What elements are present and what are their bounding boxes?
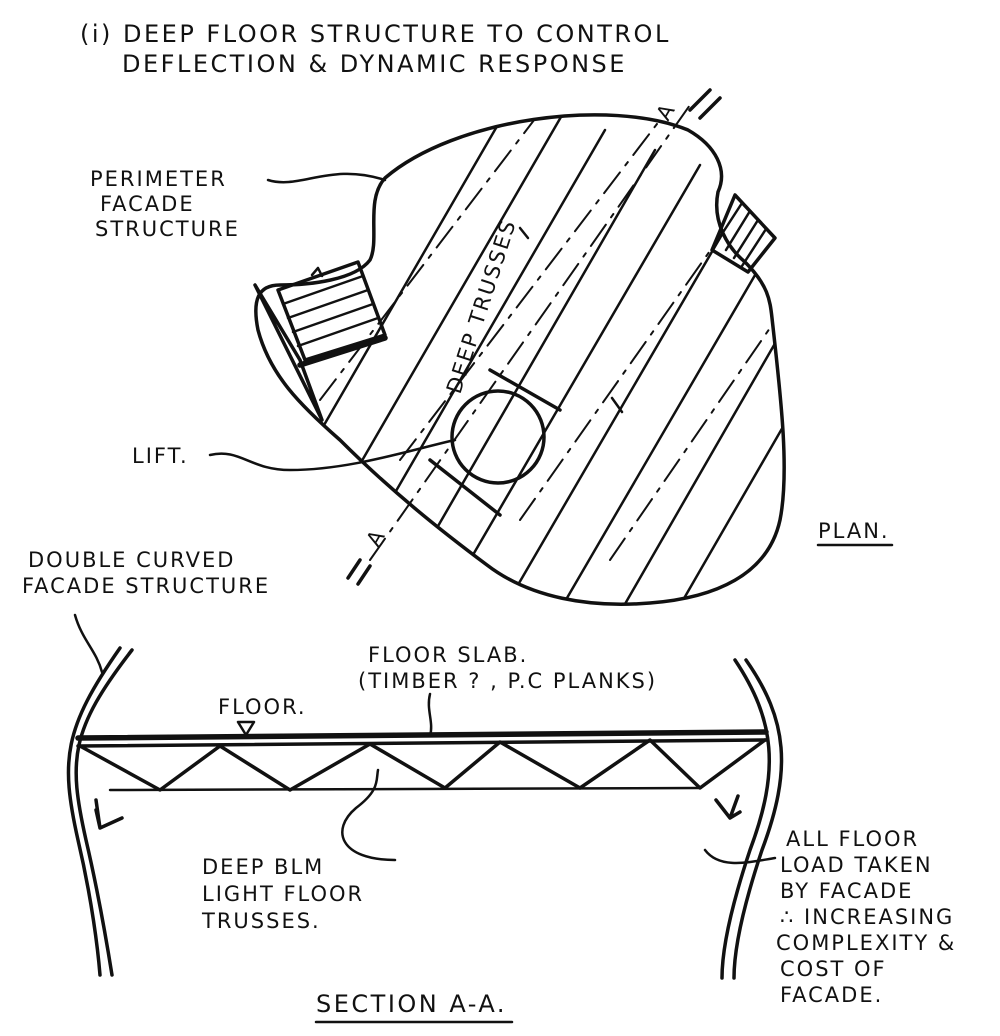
leader-trusses: [341, 768, 397, 862]
stair-left: [253, 260, 388, 422]
truss-bottom-chord: [108, 786, 702, 792]
load-label-1: ALL FLOOR: [786, 827, 919, 851]
section-arrow-top: [688, 88, 712, 112]
load-arrow-right: [714, 794, 742, 820]
lift-shaft: [450, 389, 546, 485]
section-marker-bottom: A: [362, 524, 391, 550]
leader-perimeter: [266, 172, 387, 184]
leader-double-curved: [73, 613, 104, 674]
section-trusses-label-3: TRUSSES.: [201, 909, 321, 933]
load-label-3: BY FACADE: [780, 879, 913, 903]
section-line-aa: [369, 104, 691, 561]
perimeter-label-1: PERIMETER: [90, 167, 227, 191]
leader-lift: [208, 438, 457, 472]
section-trusses-label-2: LIGHT FLOOR: [202, 882, 364, 906]
section-title: SECTION A-A.: [316, 990, 507, 1018]
facade-right: [720, 658, 771, 980]
heading-line-1: (i) DEEP FLOOR STRUCTURE TO CONTROL: [80, 20, 671, 48]
stair-right: [710, 193, 777, 274]
floor-truss: [78, 738, 767, 792]
floor-slab-label-2: (TIMBER ? , P.C PLANKS): [358, 669, 657, 693]
lift-label: LIFT.: [132, 444, 189, 468]
floor-slab: [75, 729, 769, 741]
load-label-5: COMPLEXITY &: [776, 931, 956, 955]
section-arrow-bottom: [346, 558, 362, 580]
section-trusses-label-1: DEEP BLM: [202, 855, 324, 879]
load-label-4: ∴ INCREASING: [780, 905, 954, 929]
facade-left: [74, 648, 134, 977]
double-curved-label-2: FACADE STRUCTURE: [22, 574, 270, 598]
load-arrow-left: [94, 798, 124, 830]
double-curved-label-1: DOUBLE CURVED: [28, 548, 235, 572]
trusses-plan-label: DEEP TRUSSES: [442, 216, 521, 397]
floor-level-marker: [236, 720, 256, 737]
load-label-6: COST OF: [780, 957, 887, 981]
load-label-7: FACADE.: [780, 983, 883, 1007]
floor-label: FLOOR.: [218, 695, 307, 719]
plan-label: PLAN.: [818, 519, 890, 543]
perimeter-label-3: STRUCTURE: [95, 217, 240, 241]
floor-slab-label-1: FLOOR SLAB.: [368, 643, 528, 667]
load-label-2: LOAD TAKEN: [780, 853, 933, 877]
perimeter-label-2: FACADE: [100, 192, 195, 216]
leader-load: [703, 848, 777, 865]
plan-truss-lines: [296, 114, 785, 605]
heading-line-2: DEFLECTION & DYNAMIC RESPONSE: [122, 50, 627, 78]
leader-floor-slab: [427, 692, 433, 738]
section-view: DOUBLE CURVED FACADE STRUCTURE FLOOR SLA…: [22, 548, 956, 1024]
